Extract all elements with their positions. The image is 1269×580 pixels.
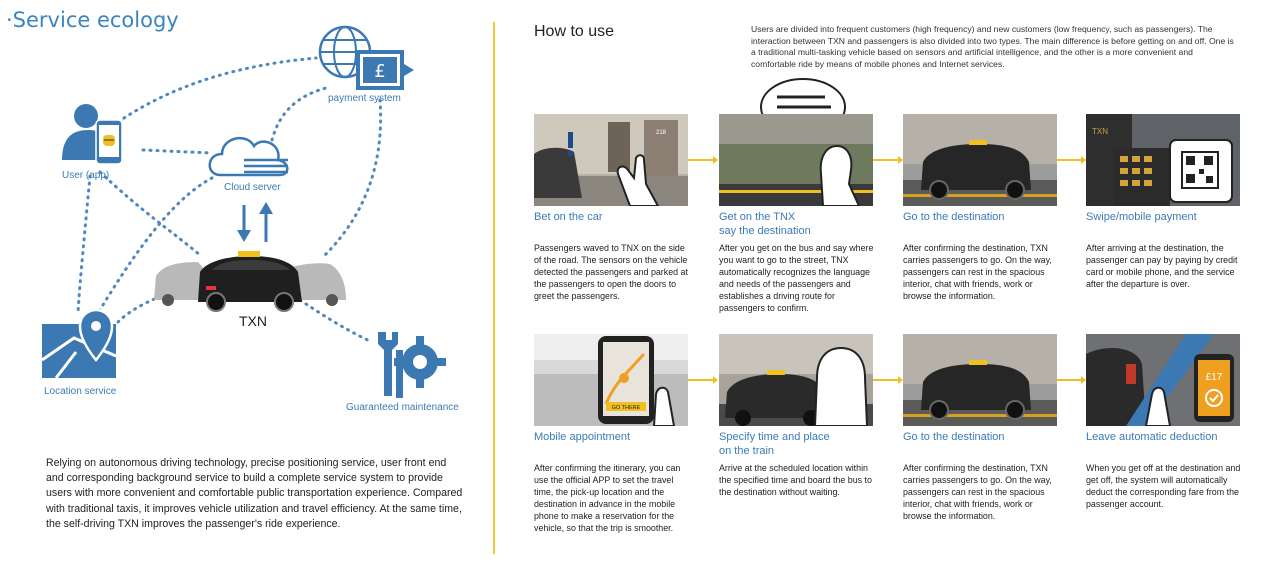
door-number: 218 [656, 130, 667, 136]
flow-arrow [873, 376, 903, 384]
vehicle-label: TXN [239, 313, 267, 329]
step-image [903, 114, 1057, 206]
step-title: Go to the destination [903, 431, 1005, 443]
step-title: Bet on the car [534, 211, 603, 223]
cloud-server-icon [208, 136, 289, 177]
fare-amount: £17 [1206, 372, 1223, 383]
user-app-icon [62, 104, 123, 165]
payment-system-label: payment system [328, 93, 401, 104]
step-description: Arrive at the scheduled location within … [719, 463, 872, 498]
payment-system-icon: £ [318, 25, 414, 90]
step-description: When you get off at the destination and … [1086, 463, 1241, 510]
step-image [903, 334, 1057, 426]
maintenance-label: Guaranteed maintenance [346, 402, 459, 413]
step-get-on-tnx: Get on the TNX say the destination After… [719, 114, 879, 315]
step-title: Leave automatic deduction [1086, 431, 1218, 443]
step-image: 218 [534, 114, 688, 206]
location-service-icon [41, 308, 117, 379]
cloud-server-label: Cloud server [224, 182, 281, 193]
flow-arrow [1057, 156, 1086, 164]
step-description: After confirming the itinerary, you can … [534, 463, 681, 534]
phone-button-text: GO THERE [612, 405, 641, 411]
step-go-destination-2: Go to the destination After confirming t… [903, 334, 1063, 522]
location-service-label: Location service [44, 386, 117, 397]
step-mobile-appointment: GO THERE Mobile appointment After confir… [534, 334, 694, 535]
section-divider [493, 22, 495, 554]
step-title: Get on the TNX say the destination [719, 211, 811, 237]
flow-arrow [1057, 376, 1086, 384]
how-to-use-title: How to use [534, 23, 615, 40]
service-ecology-description: Relying on autonomous driving technology… [46, 457, 463, 530]
flow-arrow [688, 156, 718, 164]
step-title: Swipe/mobile payment [1086, 211, 1197, 223]
step-description: After confirming the destination, TXN ca… [903, 243, 1052, 302]
pound-symbol: £ [374, 61, 385, 82]
txn-vehicle-icon [154, 251, 346, 312]
step-image [719, 114, 873, 206]
step-title: Specify time and place on the train [719, 431, 830, 457]
step-automatic-deduction: £17 Leave automatic deduction When you g… [1086, 334, 1246, 510]
flow-arrow [688, 376, 718, 384]
step-go-destination-1: Go to the destination After confirming t… [903, 114, 1063, 302]
step-image: £17 [1086, 334, 1240, 426]
step-description: After confirming the destination, TXN ca… [903, 463, 1052, 522]
sync-arrows-icon [237, 202, 273, 242]
step-description: After arriving at the destination, the p… [1086, 243, 1238, 290]
service-ecology-title: ·Service ecology [6, 8, 179, 32]
step-title: Mobile appointment [534, 431, 631, 443]
step-description: After you get on the bus and say where y… [719, 243, 874, 314]
step-title: Go to the destination [903, 211, 1005, 223]
service-ecology-diagram: £ [41, 25, 446, 398]
flow-arrow [873, 156, 903, 164]
step-image: GO THERE [534, 334, 688, 426]
how-to-use-intro: Users are divided into frequent customer… [751, 24, 1234, 69]
taxi-sign: TXN [1092, 127, 1108, 136]
step-description: Passengers waved to TNX on the side of t… [534, 243, 688, 302]
step-bet-on-car: 218 Bet on the car Passengers waved to T… [534, 114, 694, 302]
step-mobile-payment: TXN Swipe/mobile payment After arriving … [1086, 114, 1246, 290]
maintenance-icon [378, 332, 446, 398]
step-specify-time-place: Specify time and place on the train Arri… [719, 334, 879, 498]
step-image [719, 334, 873, 426]
step-image: TXN [1086, 114, 1240, 206]
user-app-label: User (app) [62, 170, 110, 181]
